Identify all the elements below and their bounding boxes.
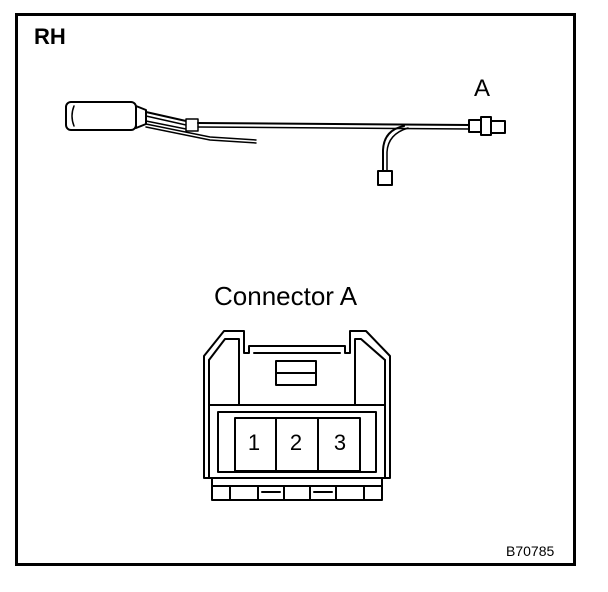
connector-a-face: [203, 330, 391, 501]
wire-sleeve: [185, 118, 199, 132]
connector-title: Connector A: [214, 281, 358, 311]
figure-frame: [15, 13, 576, 566]
connector-a-plug: [468, 116, 506, 136]
main-cable: [197, 122, 471, 130]
sensor-body: [65, 101, 147, 131]
pin-label: 3: [333, 430, 347, 455]
figure-code: B70785: [506, 543, 555, 559]
pin-label: 1: [247, 430, 261, 455]
side-label: RH: [34, 24, 66, 49]
callout-label: A: [474, 75, 491, 102]
branch-cable: [382, 125, 409, 173]
branch-connector: [377, 170, 393, 186]
pin-label: 2: [289, 430, 303, 455]
harness-wires: [145, 111, 257, 144]
